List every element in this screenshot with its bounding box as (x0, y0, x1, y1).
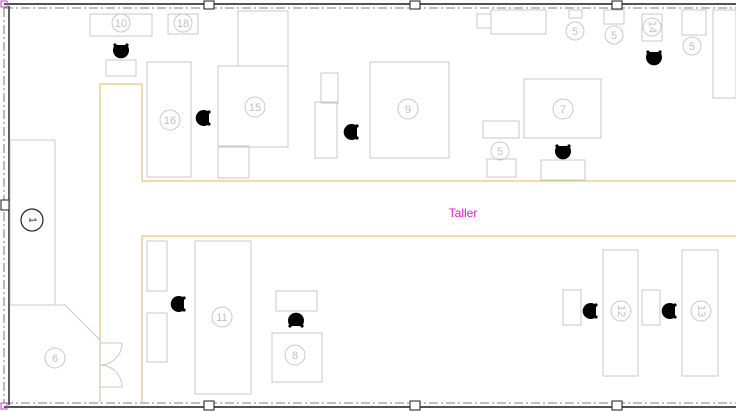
chair-icon (170, 296, 186, 312)
station-5-top-a: 5 (565, 21, 585, 41)
station-13: 13 (681, 249, 719, 377)
station-label: 11 (216, 312, 227, 324)
station-1: 1 (20, 208, 44, 232)
equipment-outlines (9, 9, 736, 403)
station-label: 12 (615, 305, 627, 317)
station-label: 9 (405, 104, 411, 116)
station-11: 11 (194, 240, 252, 395)
station-7: 7 (523, 78, 602, 139)
chair-icon (646, 50, 662, 66)
station-14: 14 (641, 13, 663, 42)
chair-icon (582, 303, 598, 319)
station-label: 10 (115, 18, 127, 30)
station-12: 12 (602, 249, 639, 377)
chair-icon (113, 43, 129, 59)
station-label: 5 (497, 146, 503, 158)
station-label: 7 (560, 104, 566, 116)
station-label: 18 (177, 18, 189, 30)
station-label: 14 (646, 21, 658, 33)
station-15: 15 (217, 65, 289, 148)
station-18: 18 (167, 13, 199, 35)
station-label: 13 (695, 305, 707, 317)
station-label: 15 (249, 102, 261, 114)
station-8: 8 (271, 332, 323, 383)
chair-icon (661, 303, 677, 319)
station-label: 5 (572, 26, 578, 38)
station-label: 16 (164, 115, 176, 127)
chair-icon (343, 124, 359, 140)
station-10: 10 (89, 13, 153, 37)
room-label: Taller (449, 206, 478, 220)
station-6: 6 (44, 347, 66, 369)
station-16: 16 (146, 61, 192, 178)
station-5-mid: 5 (486, 141, 517, 178)
chair-icon (555, 144, 571, 160)
walkway-lines (99, 83, 736, 403)
station-label: 5 (689, 41, 695, 53)
station-label: 8 (292, 350, 298, 362)
station-5-top-b: 5 (604, 25, 624, 45)
station-9: 9 (369, 61, 450, 159)
chair-icon (195, 110, 211, 126)
station-label: 1 (26, 217, 37, 223)
chair-icon (288, 312, 304, 328)
station-label: 5 (611, 30, 617, 42)
station-label: 6 (52, 353, 58, 365)
station-5-top-c: 5 (681, 9, 707, 56)
